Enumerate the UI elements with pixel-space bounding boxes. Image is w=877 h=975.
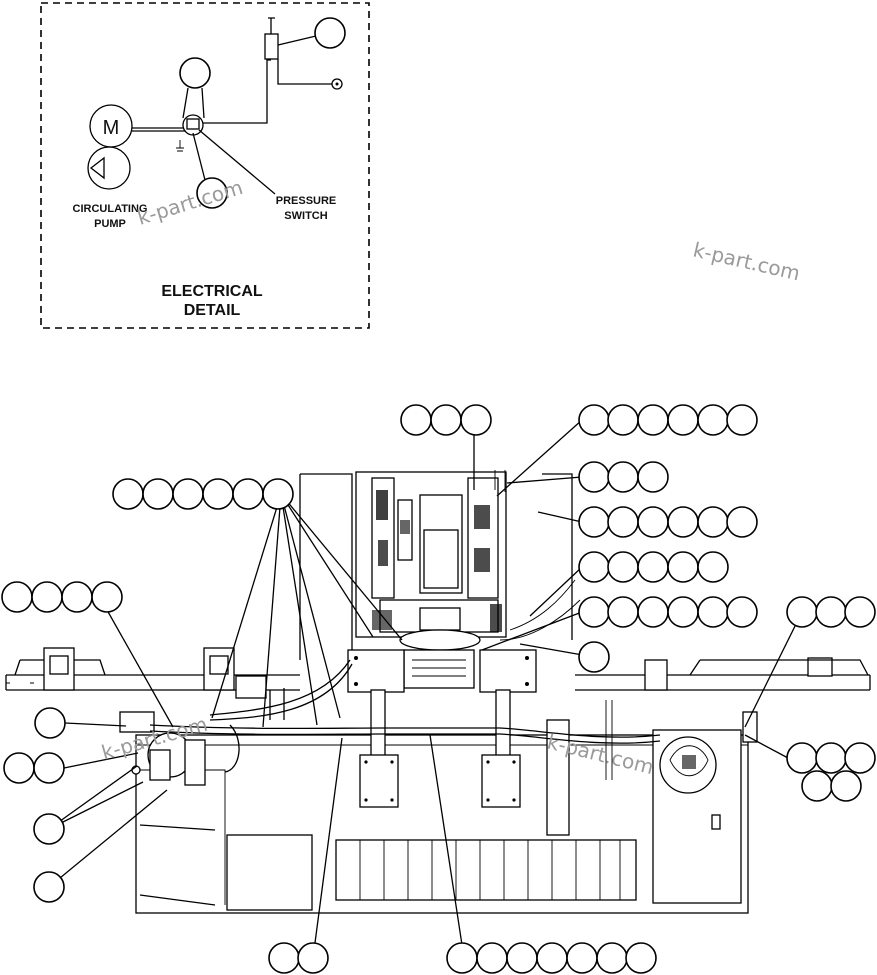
hose-left: [209, 659, 351, 716]
callout-bubble: [607, 506, 639, 538]
pump-mount: [119, 711, 155, 733]
callout-bubble: [430, 404, 462, 436]
callout-bubble: [667, 596, 699, 628]
motor-wires: [132, 127, 190, 132]
callout-bubble: [1, 581, 33, 613]
electrical-detail-title-2: DETAIL: [184, 302, 241, 319]
callout-bubble: [637, 506, 669, 538]
callout-bubble: [33, 813, 65, 845]
callout-bubble: [726, 596, 758, 628]
callout-bubble: [578, 596, 610, 628]
callout-bubble: [607, 551, 639, 583]
callout-bubbles: [1, 404, 876, 974]
callout-bubble: [697, 506, 729, 538]
callout-bubble: [578, 461, 610, 493]
callout-bubble: [179, 57, 211, 89]
callout-bubble: [400, 404, 432, 436]
callout-bubble: [566, 942, 598, 974]
callout-bubble: [506, 942, 538, 974]
callout-bubble: [578, 641, 610, 673]
pump-triangle-icon: [89, 156, 105, 180]
callout-bubble: [815, 742, 847, 774]
callout-bubble: [314, 17, 346, 49]
right-column-plate: [481, 754, 521, 808]
right-beam: [575, 674, 871, 691]
callout-bubble: [607, 596, 639, 628]
spindle-head: [403, 649, 475, 689]
callout-leaders: [48, 419, 803, 959]
callout-bubble: [637, 404, 669, 436]
callout-bubble: [667, 551, 699, 583]
callout-bubble: [476, 942, 508, 974]
callout-bubble: [830, 770, 862, 802]
callout-bubble: [637, 461, 669, 493]
callout-bubble: [3, 752, 35, 784]
callout-bubble: [667, 506, 699, 538]
callout-bubble: [697, 551, 729, 583]
watermark-text: k-part.com: [134, 175, 245, 230]
callout-bubble: [801, 770, 833, 802]
pump-symbol: [87, 146, 131, 190]
callout-bubble: [297, 942, 329, 974]
callout-bubble: [637, 551, 669, 583]
callout-bubble: [202, 478, 234, 510]
callout-bubble: [815, 596, 847, 628]
circulating-pump-label-1: CIRCULATING: [73, 203, 148, 215]
control-box: [226, 834, 313, 911]
callout-bubble: [697, 404, 729, 436]
motor-label: M: [103, 117, 120, 139]
callout-bubble: [625, 942, 657, 974]
callout-bubble: [578, 404, 610, 436]
callout-bubble: [578, 551, 610, 583]
callout-bubble: [31, 581, 63, 613]
pressure-switch-label-2: SWITCH: [284, 210, 327, 222]
callout-bubble: [637, 596, 669, 628]
callout-bubble: [61, 581, 93, 613]
callout-bubble: [844, 596, 876, 628]
callout-bubble: [268, 942, 300, 974]
callout-bubble: [232, 478, 264, 510]
coolant-hose: [149, 724, 661, 738]
callout-bubble: [91, 581, 123, 613]
machine-assembly: [5, 470, 871, 914]
callout-bubble: [786, 596, 818, 628]
callout-bubble: [536, 942, 568, 974]
callout-bubble: [844, 742, 876, 774]
callout-bubble: [726, 404, 758, 436]
callout-bubble: [607, 404, 639, 436]
electrical-detail-inset: M CIRCULATING PUMP PRESSURE SWITCH ELECT…: [40, 2, 370, 329]
chip-tray: [335, 839, 637, 901]
callout-bubble: [726, 506, 758, 538]
callout-bubble: [196, 177, 228, 209]
electrical-detail-title-1: ELECTRICAL: [161, 283, 263, 300]
callout-bubble: [607, 461, 639, 493]
callout-bubble: [112, 478, 144, 510]
callout-bubble: [262, 478, 294, 510]
circulating-pump-label-2: PUMP: [94, 218, 126, 230]
callout-bubble: [142, 478, 174, 510]
callout-bubble: [697, 596, 729, 628]
inset-dashed-border: [40, 2, 370, 329]
callout-bubble: [596, 942, 628, 974]
left-column-plate: [359, 754, 399, 808]
callout-bubble: [460, 404, 492, 436]
pressure-sensor: [264, 33, 279, 60]
callout-bubble: [34, 707, 66, 739]
callout-bubble: [578, 506, 610, 538]
callout-bubble: [172, 478, 204, 510]
pressure-switch-label-1: PRESSURE: [276, 195, 337, 207]
callout-bubble: [33, 871, 65, 903]
watermark-text: k-part.com: [691, 237, 802, 285]
callout-bubble: [667, 404, 699, 436]
callout-bubble: [446, 942, 478, 974]
callout-bubble: [33, 752, 65, 784]
callout-bubble: [786, 742, 818, 774]
